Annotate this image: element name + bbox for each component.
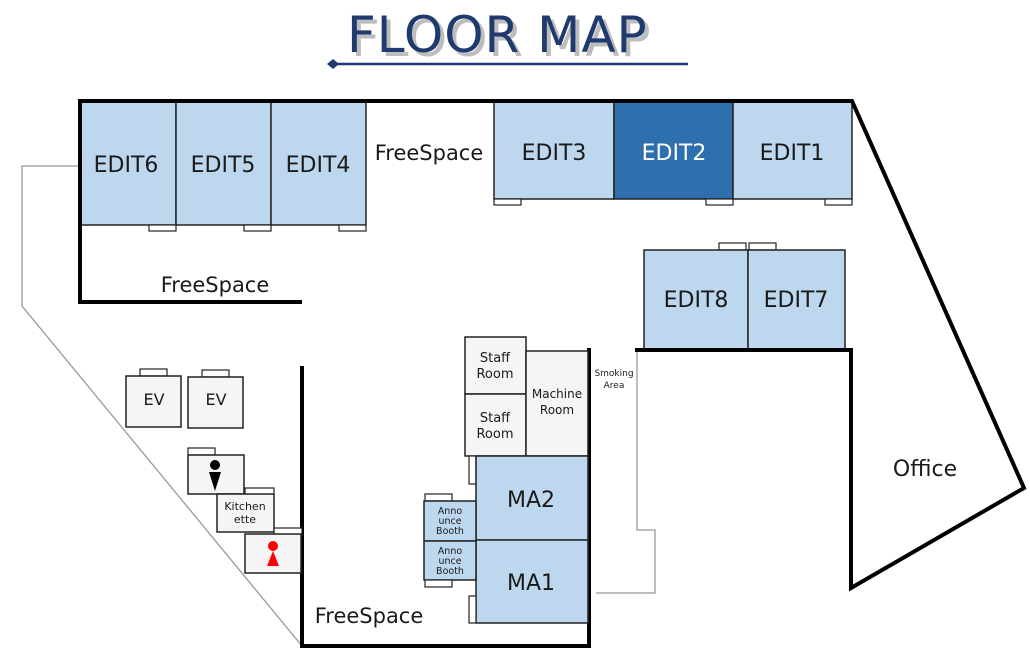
svg-text:Area: Area: [604, 381, 625, 391]
svg-text:EV: EV: [205, 390, 226, 409]
door-ma1: [468, 595, 477, 624]
svg-text:Staff: Staff: [480, 351, 511, 366]
smoking-area[interactable]: Smoking Area: [594, 369, 633, 391]
svg-text:EDIT6: EDIT6: [94, 153, 159, 178]
svg-text:Machine: Machine: [532, 387, 582, 401]
door-edit6: [148, 224, 177, 232]
door-announce-booth-1: [424, 493, 453, 502]
door-edit4: [338, 224, 367, 232]
room-staff-2[interactable]: Staff Room: [464, 393, 527, 457]
svg-text:Staff: Staff: [480, 411, 511, 426]
svg-text:Booth: Booth: [436, 566, 464, 577]
svg-text:ette: ette: [234, 513, 256, 526]
svg-text:unce: unce: [438, 516, 461, 527]
restroom-female[interactable]: [244, 527, 303, 574]
door-announce-booth-2: [424, 579, 453, 588]
door-edit1: [824, 198, 853, 206]
svg-text:FLOOR MAP: FLOOR MAP: [351, 10, 652, 68]
svg-text:EV: EV: [143, 390, 164, 409]
male-restroom-icon: [209, 460, 221, 491]
room-edit4[interactable]: EDIT4: [270, 100, 367, 226]
room-announce-booth-1[interactable]: Anno unce Booth: [423, 500, 477, 542]
wall-lower: [300, 348, 591, 648]
room-kitchenette[interactable]: Kitchen ette: [216, 487, 275, 533]
room-edit1[interactable]: EDIT1: [732, 100, 853, 200]
svg-text:Room: Room: [476, 427, 513, 442]
title-diamond-icon: [327, 59, 339, 69]
door-edit2: [705, 198, 734, 206]
svg-text:Kitchen: Kitchen: [224, 500, 265, 513]
svg-text:Booth: Booth: [436, 526, 464, 537]
elevator-1[interactable]: EV: [125, 368, 182, 428]
svg-text:EDIT3: EDIT3: [522, 141, 587, 166]
door-edit5: [243, 224, 272, 232]
female-restroom-icon: [267, 541, 279, 566]
door-edit7: [748, 242, 777, 251]
room-machine[interactable]: Machine Room: [525, 350, 589, 457]
room-edit2[interactable]: EDIT2: [613, 100, 734, 200]
room-edit8[interactable]: EDIT8: [643, 249, 749, 350]
room-edit7[interactable]: EDIT7: [747, 249, 846, 350]
svg-text:Smoking: Smoking: [594, 369, 633, 379]
svg-text:unce: unce: [438, 556, 461, 567]
svg-text:EDIT8: EDIT8: [664, 288, 729, 313]
room-staff-1[interactable]: Staff Room: [464, 336, 527, 395]
svg-text:MA2: MA2: [507, 488, 555, 513]
wall-main: [78, 99, 1027, 592]
freespace-left-label: FreeSpace: [161, 273, 270, 297]
map-title: FLOOR MAP FLOOR MAP: [327, 6, 688, 69]
room-edit3[interactable]: EDIT3: [493, 100, 615, 200]
restroom-male[interactable]: [187, 447, 245, 495]
svg-text:EDIT4: EDIT4: [286, 153, 351, 178]
building-outline-left: [21, 165, 303, 647]
svg-text:Anno: Anno: [438, 506, 463, 517]
svg-text:Room: Room: [476, 367, 513, 382]
door-ma2: [468, 455, 477, 485]
svg-text:EDIT1: EDIT1: [760, 141, 825, 166]
svg-text:Anno: Anno: [438, 546, 463, 557]
title-text: FLOOR MAP: [347, 6, 648, 64]
door-edit8: [718, 242, 747, 251]
elevator-2[interactable]: EV: [187, 369, 244, 429]
room-edit6[interactable]: EDIT6: [79, 100, 177, 226]
office-label: Office: [893, 457, 957, 482]
room-ma1[interactable]: MA1: [475, 539, 589, 624]
room-edit5[interactable]: EDIT5: [175, 100, 272, 226]
freespace-top-label: FreeSpace: [375, 141, 484, 165]
door-edit3: [493, 198, 522, 206]
svg-text:Room: Room: [540, 403, 574, 417]
svg-text:EDIT2: EDIT2: [642, 141, 707, 166]
freespace-bottom-label: FreeSpace: [315, 604, 424, 628]
svg-text:MA1: MA1: [507, 571, 555, 596]
svg-text:EDIT7: EDIT7: [764, 288, 829, 313]
svg-text:EDIT5: EDIT5: [191, 153, 256, 178]
smoking-area-outline: [596, 350, 656, 594]
room-announce-booth-2[interactable]: Anno unce Booth: [423, 540, 477, 581]
room-ma2[interactable]: MA2: [475, 455, 589, 541]
